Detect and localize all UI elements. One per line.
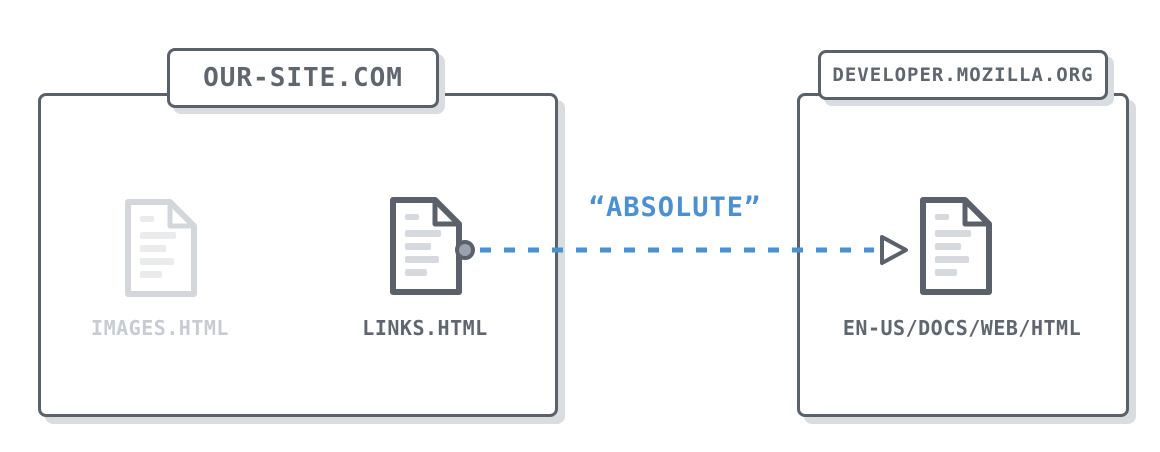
document-icon — [120, 198, 200, 298]
file-label-mdn: EN-US/DOCS/WEB/HTML — [842, 316, 1082, 340]
document-icon — [385, 196, 465, 296]
file-label-images: IMAGES.HTML — [91, 316, 229, 340]
folder-tab-mozilla: DEVELOPER.MOZILLA.ORG — [818, 50, 1108, 100]
document-icon — [915, 196, 995, 296]
connector-origin-dot-icon — [455, 240, 475, 260]
file-label-links: LINKS.HTML — [362, 316, 488, 340]
folder-title: DEVELOPER.MOZILLA.ORG — [832, 64, 1094, 86]
absolute-link-connector — [455, 235, 908, 265]
folder-tab-our-site: OUR-SITE.COM — [167, 48, 439, 108]
connector-label: “ABSOLUTE” — [588, 192, 762, 223]
folder-title: OUR-SITE.COM — [203, 63, 403, 93]
arrowhead-icon — [880, 235, 908, 265]
